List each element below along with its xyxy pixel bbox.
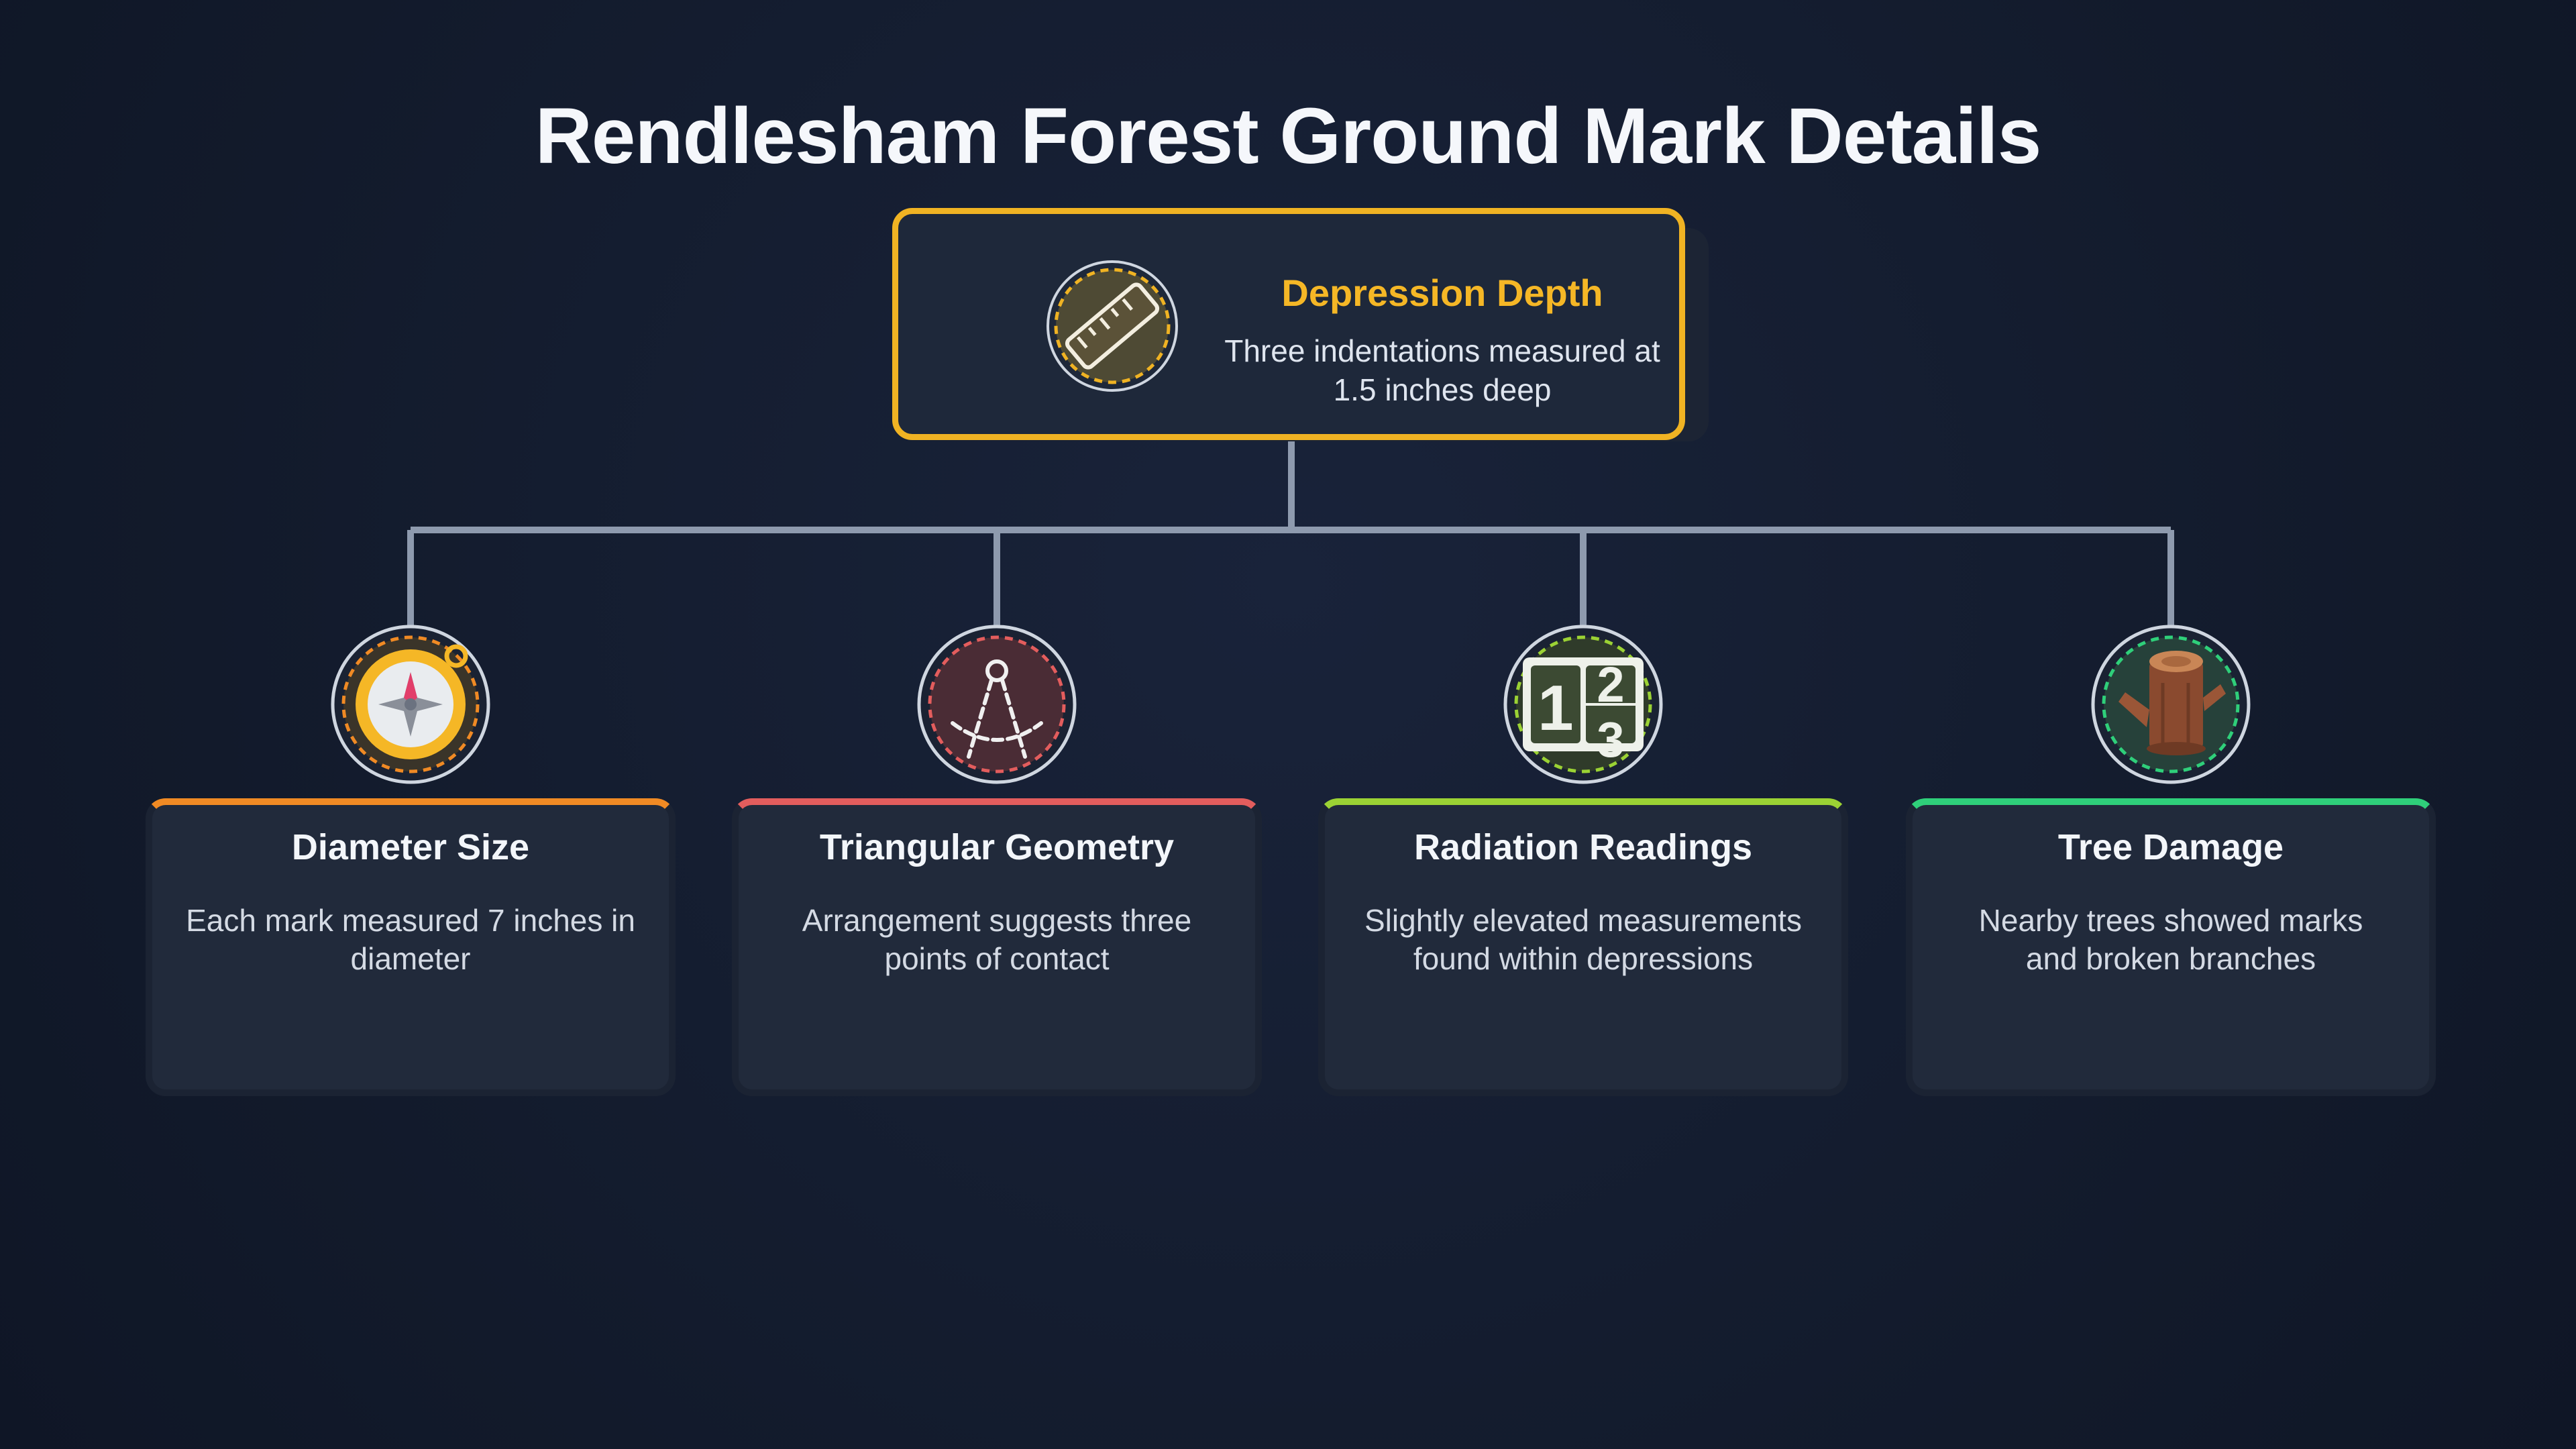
card-description: Nearby trees showed marks and broken bra…: [1978, 903, 2363, 976]
card-diameter-size: [146, 798, 676, 1096]
tree-stump-icon: [2089, 623, 2253, 786]
svg-text:3: 3: [1597, 712, 1624, 767]
drafting-compass-icon: [915, 623, 1079, 786]
card-radiation-readings: [1318, 798, 1848, 1096]
svg-text:1: 1: [1538, 672, 1573, 744]
card-title: Radiation Readings: [1413, 827, 1753, 867]
card-title: Diameter Size: [291, 827, 530, 867]
card-tree-damage: [1906, 798, 2436, 1096]
root-title: Depression Depth: [1281, 272, 1603, 314]
card-triangular-geometry: [732, 798, 1262, 1096]
card-description: Arrangement suggests three points of con…: [802, 903, 1192, 976]
compass-icon: [329, 623, 492, 786]
ruler-icon: [1045, 259, 1179, 396]
card-description: Slightly elevated measurements found wit…: [1364, 903, 1802, 976]
page-title: Rendlesham Forest Ground Mark Details: [535, 92, 2042, 180]
card-title: Tree Damage: [2057, 827, 2284, 867]
card-description: Each mark measured 7 inches in diameter: [186, 903, 635, 976]
root-description: Three indentations measured at 1.5 inche…: [1224, 333, 1660, 407]
card-title: Triangular Geometry: [819, 827, 1175, 867]
number-counter-icon: 1 2 3: [1501, 623, 1665, 786]
root-card: [892, 208, 1685, 440]
